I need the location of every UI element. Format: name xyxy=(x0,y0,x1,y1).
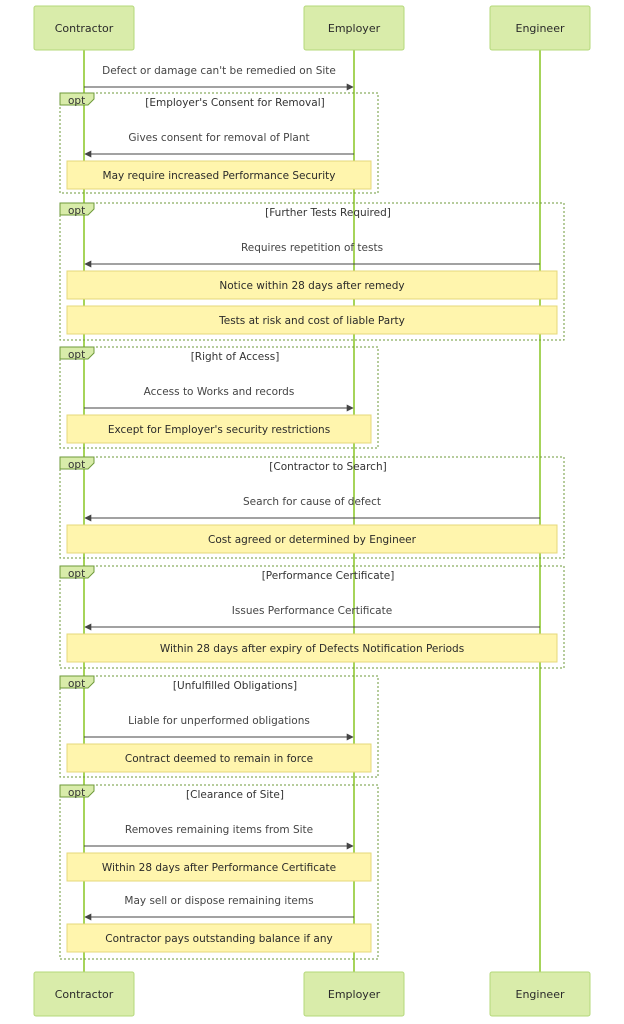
message: Search for cause of defect xyxy=(84,496,540,522)
opt-frame: opt [Contractor to Search] xyxy=(59,456,565,559)
opt-condition: [Employer's Consent for Removal] xyxy=(145,97,324,109)
opt-frame: opt [Right of Access] xyxy=(59,346,379,449)
opt-tag-label: opt xyxy=(68,95,85,107)
note-box xyxy=(66,524,558,554)
actor-box xyxy=(489,971,591,1017)
opt-frame-border xyxy=(59,784,379,960)
message: May sell or dispose remaining items xyxy=(84,895,354,921)
note-text: Within 28 days after Performance Certifi… xyxy=(102,862,336,874)
note: May require increased Performance Securi… xyxy=(66,160,372,190)
actor-label: Employer xyxy=(328,22,381,35)
opt-condition: [Performance Certificate] xyxy=(262,570,395,582)
opt-condition: [Clearance of Site] xyxy=(186,789,284,801)
opt-tag xyxy=(59,565,95,579)
opt-frame: opt [Clearance of Site] xyxy=(59,784,379,960)
note-box xyxy=(66,414,372,444)
actor-box xyxy=(33,5,135,51)
message-label: Liable for unperformed obligations xyxy=(128,715,310,727)
note-box xyxy=(66,305,558,335)
message: Removes remaining items from Site xyxy=(84,824,354,850)
opt-condition: [Further Tests Required] xyxy=(265,207,391,219)
message: Gives consent for removal of Plant xyxy=(84,132,354,158)
actor-label: Contractor xyxy=(55,22,114,35)
note: Contractor pays outstanding balance if a… xyxy=(66,923,372,953)
opt-tag-label: opt xyxy=(68,787,85,799)
note: Contract deemed to remain in force xyxy=(66,743,372,773)
message-label: Issues Performance Certificate xyxy=(232,605,392,617)
actor-box xyxy=(33,971,135,1017)
message-label: Requires repetition of tests xyxy=(241,242,383,254)
opt-tag-label: opt xyxy=(68,678,85,690)
opt-tag xyxy=(59,784,95,798)
note: Within 28 days after expiry of Defects N… xyxy=(66,633,558,663)
message-label: May sell or dispose remaining items xyxy=(124,895,313,907)
actor-label: Employer xyxy=(328,988,381,1001)
actor-employer-bottom: Employer xyxy=(303,971,405,1017)
message: Requires repetition of tests xyxy=(84,242,540,268)
opt-frame: opt [Performance Certificate] xyxy=(59,565,565,669)
message-label: Removes remaining items from Site xyxy=(125,824,313,836)
actor-box xyxy=(303,971,405,1017)
actor-employer-top: Employer xyxy=(303,5,405,51)
note-box xyxy=(66,852,372,882)
opt-frame-border xyxy=(59,565,565,669)
note-text: Notice within 28 days after remedy xyxy=(219,280,404,292)
opt-condition: [Right of Access] xyxy=(191,351,280,363)
message-label: Access to Works and records xyxy=(144,386,295,398)
opt-tag xyxy=(59,92,95,106)
message: Liable for unperformed obligations xyxy=(84,715,354,741)
actor-box xyxy=(489,5,591,51)
opt-tag xyxy=(59,346,95,360)
note-text: Tests at risk and cost of liable Party xyxy=(218,315,405,327)
note-box xyxy=(66,923,372,953)
note: Cost agreed or determined by Engineer xyxy=(66,524,558,554)
note: Tests at risk and cost of liable Party xyxy=(66,305,558,335)
message: Issues Performance Certificate xyxy=(84,605,540,631)
actor-label: Contractor xyxy=(55,988,114,1001)
note-box xyxy=(66,160,372,190)
actor-contractor-bottom: Contractor xyxy=(33,971,135,1017)
opt-tag-label: opt xyxy=(68,349,85,361)
actor-engineer-top: Engineer xyxy=(489,5,591,51)
actor-contractor-top: Contractor xyxy=(33,5,135,51)
actor-engineer-bottom: Engineer xyxy=(489,971,591,1017)
note-text: Within 28 days after expiry of Defects N… xyxy=(160,643,464,655)
note-box xyxy=(66,743,372,773)
opt-tag xyxy=(59,202,95,216)
opt-tag-label: opt xyxy=(68,205,85,217)
message-label: Search for cause of defect xyxy=(243,496,381,508)
note-text: Contractor pays outstanding balance if a… xyxy=(105,933,332,945)
message: Defect or damage can't be remedied on Si… xyxy=(84,65,354,91)
actor-label: Engineer xyxy=(516,988,565,1001)
opt-frame: opt [Further Tests Required] xyxy=(59,202,565,341)
message: Access to Works and records xyxy=(84,386,354,412)
opt-frame: opt [Employer's Consent for Removal] xyxy=(59,92,379,194)
opt-tag-label: opt xyxy=(68,459,85,471)
opt-frame-border xyxy=(59,346,379,449)
note: Notice within 28 days after remedy xyxy=(66,270,558,300)
message-label: Defect or damage can't be remedied on Si… xyxy=(102,65,336,77)
note-box xyxy=(66,633,558,663)
opt-tag-label: opt xyxy=(68,568,85,580)
message-label: Gives consent for removal of Plant xyxy=(128,132,309,144)
note-text: May require increased Performance Securi… xyxy=(103,170,336,182)
opt-tag xyxy=(59,675,95,689)
note-text: Cost agreed or determined by Engineer xyxy=(208,534,417,546)
opt-condition: [Contractor to Search] xyxy=(269,461,386,473)
opt-tag xyxy=(59,456,95,470)
opt-frame-border xyxy=(59,675,379,778)
opt-frame-border xyxy=(59,92,379,194)
opt-frame: opt [Unfulfilled Obligations] xyxy=(59,675,379,778)
note-text: Except for Employer's security restricti… xyxy=(108,424,330,436)
actor-label: Engineer xyxy=(516,22,565,35)
note-text: Contract deemed to remain in force xyxy=(125,753,313,765)
opt-frame-border xyxy=(59,456,565,559)
opt-frame-border xyxy=(59,202,565,341)
note: Within 28 days after Performance Certifi… xyxy=(66,852,372,882)
opt-condition: [Unfulfilled Obligations] xyxy=(173,680,297,692)
actor-box xyxy=(303,5,405,51)
note-box xyxy=(66,270,558,300)
note: Except for Employer's security restricti… xyxy=(66,414,372,444)
